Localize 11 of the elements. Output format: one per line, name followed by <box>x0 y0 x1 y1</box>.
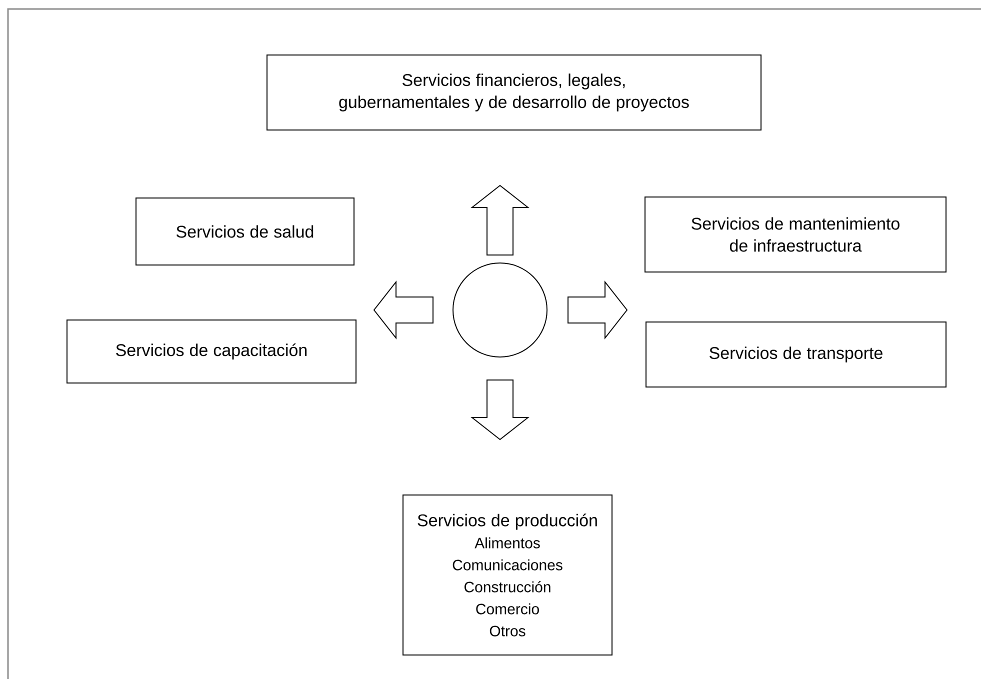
block-arrow <box>373 280 434 340</box>
circle <box>452 262 548 358</box>
service-box: Servicios de transporte <box>646 322 947 388</box>
service-box: Servicios de producción Alimentos Comunicaciones Construcción Comercio Otros <box>402 494 612 656</box>
block-arrow <box>470 380 530 440</box>
service-box: Servicios de capacitación <box>66 320 356 384</box>
service-box: Servicios de mantenimiento de infraestructura <box>644 196 947 272</box>
block-arrow <box>470 184 530 256</box>
service-box: Servicios financieros, legales, gubernamentales y de desarrollo de proyectos <box>266 54 762 130</box>
block-arrow <box>568 280 628 340</box>
service-box: Servicios de salud <box>136 198 354 266</box>
